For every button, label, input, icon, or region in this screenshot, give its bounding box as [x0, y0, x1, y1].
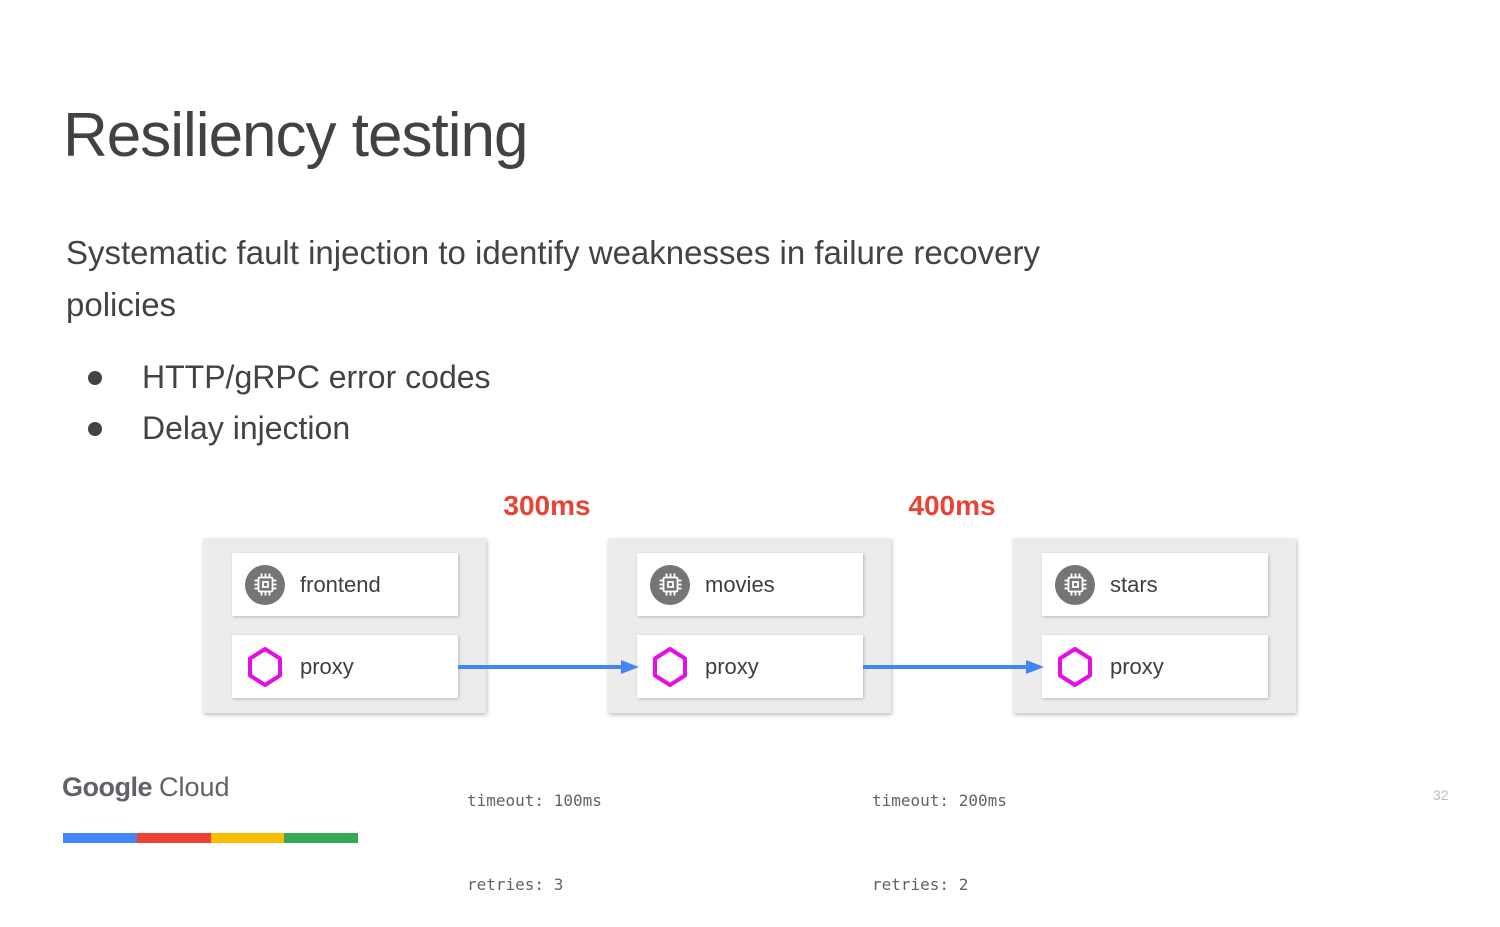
app-card: movies [637, 553, 863, 616]
proxy-label: proxy [705, 653, 759, 679]
arrowhead-icon [621, 660, 639, 674]
service-group-frontend: frontend proxy [203, 538, 486, 713]
edge-config: timeout: 200ms retries: 2 [872, 731, 1007, 927]
proxy-label: proxy [300, 653, 354, 679]
bar-segment-blue [63, 833, 137, 843]
bar-segment-green [284, 833, 358, 843]
latency-label: 300ms [503, 490, 591, 521]
retries-line: retries: 3 [467, 875, 564, 894]
sidecar-card: proxy [232, 635, 458, 698]
request-arrow [458, 660, 639, 674]
slide-subtitle: Systematic fault injection to identify w… [66, 234, 1040, 323]
timeout-line: timeout: 100ms [467, 791, 602, 810]
sidecar-card: proxy [1042, 635, 1268, 698]
bullet-text: Delay injection [142, 410, 351, 446]
logo-google-text: Google [62, 772, 153, 802]
hexagon-icon [245, 646, 285, 687]
bullet-item: HTTP/gRPC error codes [88, 352, 491, 403]
service-group-movies: movies proxy [608, 538, 891, 713]
arrowhead-icon [1026, 660, 1044, 674]
timeout-line: timeout: 200ms [872, 791, 1007, 810]
chip-icon [1055, 564, 1095, 605]
app-label: frontend [300, 571, 381, 597]
hexagon-icon [1055, 646, 1095, 687]
chip-icon [650, 564, 690, 605]
sidecar-card: proxy [637, 635, 863, 698]
slide-title: Resiliency testing [63, 101, 528, 170]
latency-label: 400ms [908, 490, 996, 521]
logo-cloud-text: Cloud [159, 772, 230, 802]
edge-config: timeout: 100ms retries: 3 [467, 731, 602, 927]
proxy-label: proxy [1110, 653, 1164, 679]
bullet-text: HTTP/gRPC error codes [142, 359, 491, 395]
app-label: movies [705, 571, 775, 597]
bullet-item: Delay injection [88, 403, 491, 454]
app-card: stars [1042, 553, 1268, 616]
page-number: 32 [1433, 787, 1449, 803]
bullet-list: HTTP/gRPC error codes Delay injection [88, 352, 491, 454]
request-arrow [863, 660, 1044, 674]
bar-segment-red [136, 833, 211, 843]
retries-line: retries: 2 [872, 875, 969, 894]
app-card: frontend [232, 553, 458, 616]
bullet-dot [88, 421, 102, 436]
bullet-dot [88, 370, 102, 385]
service-group-stars: stars proxy [1013, 538, 1296, 713]
app-label: stars [1110, 571, 1158, 597]
bar-segment-yellow [210, 833, 285, 843]
hexagon-icon [650, 646, 690, 687]
chip-icon [245, 564, 285, 605]
footer-color-bar [63, 833, 358, 843]
